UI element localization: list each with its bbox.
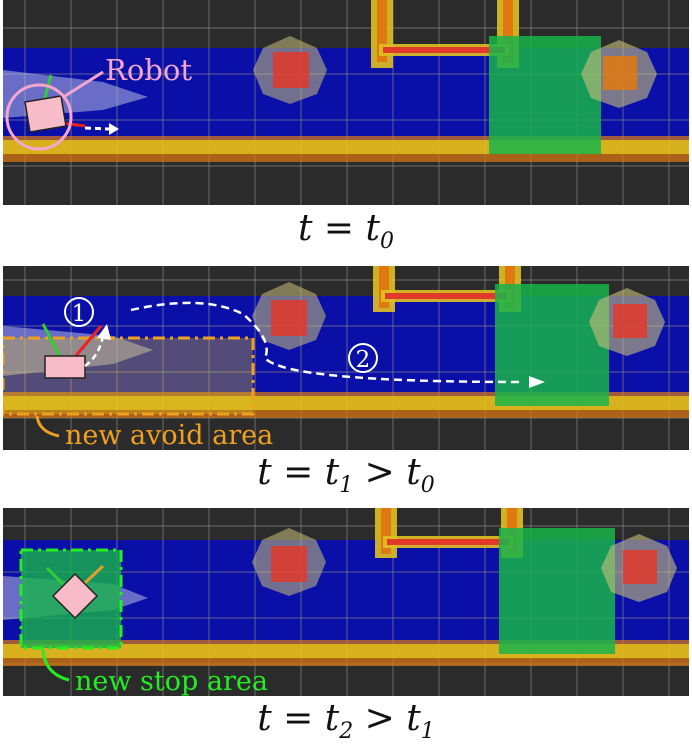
avoid-path-arrowhead-1 xyxy=(97,324,111,340)
avoid-path-arrowhead-2 xyxy=(529,376,545,388)
new-avoid-area xyxy=(3,336,255,416)
robot-label: Robot xyxy=(105,53,192,87)
caption-text: t = t xyxy=(257,698,340,739)
caption-subscript-2: 1 xyxy=(420,719,435,744)
stop-area-callout-line xyxy=(41,649,70,682)
caption-subscript: 1 xyxy=(339,473,354,499)
robot xyxy=(44,355,86,379)
robot xyxy=(24,95,67,133)
caption-t2: t = t2 > t1 xyxy=(0,698,692,744)
panel-t1: 1 2 new avoid area xyxy=(3,266,689,450)
step-2-number: 2 xyxy=(356,347,371,373)
caption-text: t = t xyxy=(257,452,340,493)
obstacle-2 xyxy=(601,534,677,602)
panel-t0: Robot xyxy=(3,0,689,205)
green-area xyxy=(495,284,609,406)
green-area xyxy=(489,36,601,154)
obstacle-2 xyxy=(589,288,665,356)
caption-comparison: > t xyxy=(353,698,421,739)
step-1-marker xyxy=(64,297,94,327)
avoid-path-step-1 xyxy=(84,335,105,368)
stop-area-label: new stop area xyxy=(75,666,268,696)
caption-t0: t = t0 xyxy=(0,208,692,254)
step-2-marker xyxy=(348,343,378,373)
obstacle-2 xyxy=(581,40,657,108)
green-area xyxy=(499,528,615,654)
caption-text: t = t xyxy=(298,208,380,249)
robot-callout-line xyxy=(64,70,104,98)
new-stop-area xyxy=(19,548,123,650)
caption-t1: t = t1 > t0 xyxy=(0,452,692,498)
step-1-number: 1 xyxy=(72,301,87,327)
obstacle-1 xyxy=(253,36,327,104)
avoid-area-fill xyxy=(3,338,253,414)
avoid-area-label: new avoid area xyxy=(65,420,273,450)
scene-t0: Robot xyxy=(3,0,689,205)
panel-t2: new stop area xyxy=(3,508,689,696)
avoid-path-step-2 xyxy=(130,301,524,384)
caption-subscript: 0 xyxy=(379,229,394,255)
robot xyxy=(51,572,99,620)
robot-highlight-circle xyxy=(5,83,73,151)
caption-subscript-2: 0 xyxy=(420,473,435,499)
caption-subscript: 2 xyxy=(339,719,354,744)
obstacle-1 xyxy=(252,528,326,596)
scene-t2: new stop area xyxy=(3,508,689,696)
scene-t1: 1 2 new avoid area xyxy=(3,266,689,450)
obstacle-1 xyxy=(252,282,326,350)
avoid-area-callout-line xyxy=(35,415,60,438)
caption-comparison: > t xyxy=(353,452,421,493)
